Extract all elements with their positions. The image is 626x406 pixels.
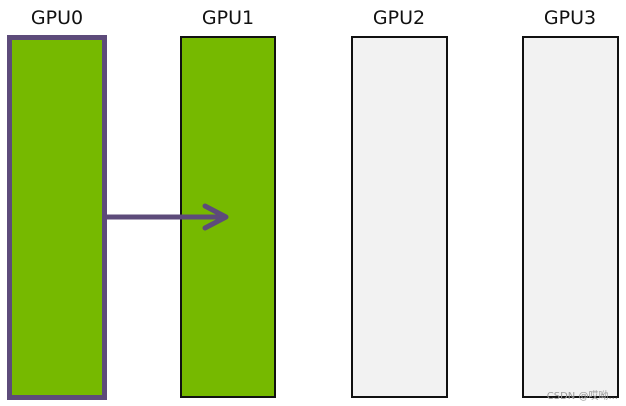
gpu-label-3: GPU3 <box>543 7 597 29</box>
gpu-label-2: GPU2 <box>372 7 426 29</box>
gpu-label-0: GPU0 <box>30 7 84 29</box>
gpu1-memory-bar <box>180 36 276 398</box>
gpu-label-1: GPU1 <box>201 7 255 29</box>
gpu2-memory-bar <box>351 36 448 398</box>
gpu0-memory-bar <box>7 35 107 400</box>
gpu3-memory-bar <box>522 36 619 398</box>
watermark-text: CSDN @哎呦... <box>546 391 618 402</box>
